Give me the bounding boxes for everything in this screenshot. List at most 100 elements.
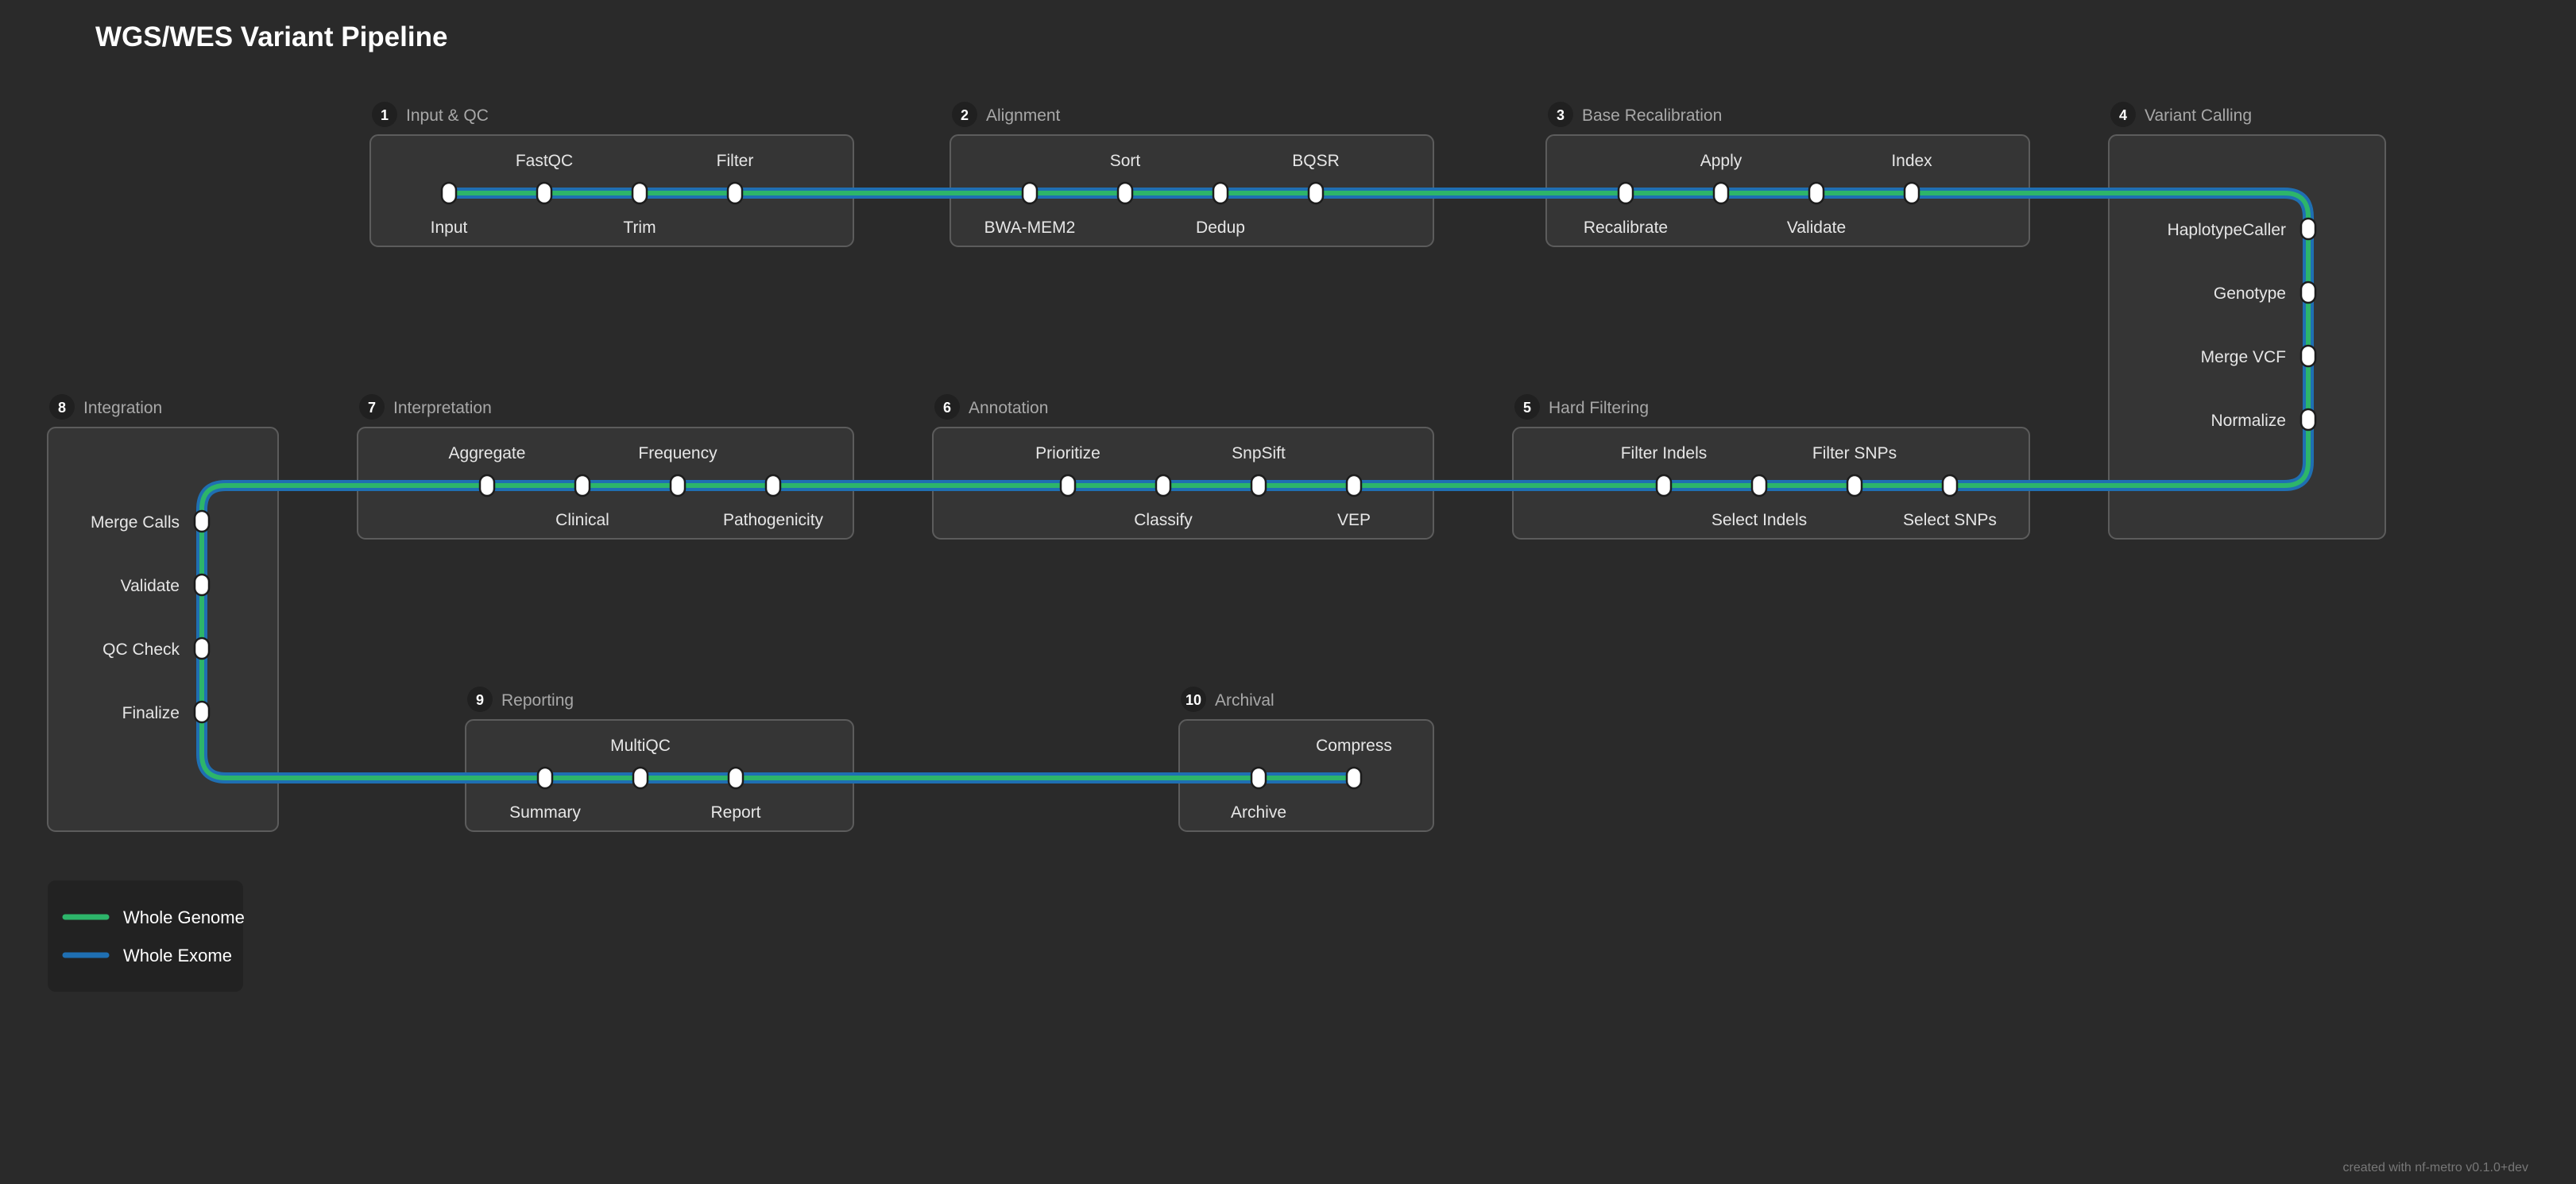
station-validate[interactable]: Validate	[1787, 181, 1846, 237]
section-badge	[467, 687, 493, 712]
station-normalize[interactable]: Normalize	[2210, 408, 2317, 431]
section-title: Hard Filtering	[1549, 399, 1649, 417]
station-merge-calls[interactable]: Merge Calls	[91, 509, 211, 533]
station-prioritize[interactable]: Prioritize	[1035, 444, 1100, 497]
section-number: 7	[368, 400, 376, 416]
station-aggregate[interactable]: Aggregate	[449, 444, 526, 497]
station-marker[interactable]	[2299, 408, 2317, 431]
station-marker[interactable]	[669, 474, 687, 497]
station-marker[interactable]	[1307, 181, 1325, 205]
station-marker[interactable]	[727, 766, 745, 790]
station-label: Summary	[509, 803, 581, 822]
section-title: Variant Calling	[2145, 106, 2252, 125]
station-clinical[interactable]: Clinical	[555, 474, 609, 529]
station-marker[interactable]	[1345, 474, 1363, 497]
station-marker[interactable]	[1250, 766, 1267, 790]
station-marker[interactable]	[1846, 474, 1863, 497]
section-number: 10	[1186, 692, 1201, 708]
station-archive[interactable]: Archive	[1231, 766, 1286, 822]
station-input[interactable]: Input	[431, 181, 468, 237]
station-apply[interactable]: Apply	[1700, 152, 1742, 205]
section-badge	[49, 394, 75, 420]
station-label: Aggregate	[449, 444, 526, 462]
station-label: Apply	[1700, 152, 1742, 170]
station-marker[interactable]	[193, 700, 211, 724]
station-marker[interactable]	[1345, 766, 1363, 790]
section-badge	[1548, 102, 1573, 127]
station-label: HaplotypeCaller	[2168, 221, 2286, 239]
station-haplotypecaller[interactable]: HaplotypeCaller	[2168, 217, 2317, 241]
station-marker[interactable]	[726, 181, 744, 205]
station-fastqc[interactable]: FastQC	[516, 152, 573, 205]
station-marker[interactable]	[2299, 281, 2317, 304]
station-recalibrate[interactable]: Recalibrate	[1584, 181, 1668, 237]
station-dedup[interactable]: Dedup	[1196, 181, 1245, 237]
section-number: 3	[1557, 107, 1565, 123]
station-classify[interactable]: Classify	[1134, 474, 1193, 529]
station-marker[interactable]	[1655, 474, 1673, 497]
station-marker[interactable]	[1808, 181, 1825, 205]
station-filter[interactable]: Filter	[717, 152, 754, 205]
station-marker[interactable]	[1212, 181, 1229, 205]
station-merge-vcf[interactable]: Merge VCF	[2201, 344, 2317, 368]
station-summary[interactable]: Summary	[509, 766, 581, 822]
station-marker[interactable]	[478, 474, 496, 497]
station-genotype[interactable]: Genotype	[2214, 281, 2317, 304]
station-label: Archive	[1231, 803, 1286, 822]
station-qc-check[interactable]: QC Check	[102, 636, 211, 660]
station-vep[interactable]: VEP	[1337, 474, 1371, 529]
station-marker[interactable]	[1250, 474, 1267, 497]
station-marker[interactable]	[193, 573, 211, 597]
station-marker[interactable]	[1059, 474, 1077, 497]
legend-label-whole-genome: Whole Genome	[123, 907, 245, 927]
station-frequency[interactable]: Frequency	[638, 444, 717, 497]
station-marker[interactable]	[1903, 181, 1920, 205]
station-marker[interactable]	[1941, 474, 1959, 497]
station-multiqc[interactable]: MultiQC	[610, 737, 671, 790]
station-marker[interactable]	[632, 766, 649, 790]
station-validate[interactable]: Validate	[121, 573, 211, 597]
station-pathogenicity[interactable]: Pathogenicity	[723, 474, 824, 529]
station-label: Sort	[1110, 152, 1141, 170]
station-marker[interactable]	[764, 474, 782, 497]
station-marker[interactable]	[1021, 181, 1039, 205]
station-snpsift[interactable]: SnpSift	[1232, 444, 1286, 497]
station-filter-snps[interactable]: Filter SNPs	[1812, 444, 1897, 497]
station-label: QC Check	[102, 640, 180, 659]
section-number: 1	[381, 107, 389, 123]
station-marker[interactable]	[440, 181, 458, 205]
station-marker[interactable]	[1750, 474, 1768, 497]
station-bqsr[interactable]: BQSR	[1292, 152, 1340, 205]
station-report[interactable]: Report	[710, 766, 761, 822]
station-marker[interactable]	[193, 636, 211, 660]
station-marker[interactable]	[631, 181, 648, 205]
section-badge	[359, 394, 385, 420]
station-marker[interactable]	[1155, 474, 1172, 497]
station-marker[interactable]	[536, 181, 553, 205]
station-finalize[interactable]: Finalize	[122, 700, 211, 724]
station-marker[interactable]	[2299, 344, 2317, 368]
station-marker[interactable]	[574, 474, 591, 497]
station-trim[interactable]: Trim	[623, 181, 656, 237]
station-label: Input	[431, 219, 468, 237]
station-index[interactable]: Index	[1891, 152, 1932, 205]
station-marker[interactable]	[1116, 181, 1134, 205]
station-bwa-mem2[interactable]: BWA-MEM2	[984, 181, 1076, 237]
station-label: Validate	[121, 577, 180, 595]
station-marker[interactable]	[2299, 217, 2317, 241]
station-select-snps[interactable]: Select SNPs	[1903, 474, 1997, 529]
station-marker[interactable]	[1712, 181, 1730, 205]
station-marker[interactable]	[536, 766, 554, 790]
station-marker[interactable]	[1617, 181, 1634, 205]
station-filter-indels[interactable]: Filter Indels	[1621, 444, 1708, 497]
legend-label-whole-exome: Whole Exome	[123, 946, 232, 965]
station-marker[interactable]	[193, 509, 211, 533]
station-label: Select Indels	[1712, 511, 1807, 529]
station-select-indels[interactable]: Select Indels	[1712, 474, 1807, 529]
station-sort[interactable]: Sort	[1110, 152, 1141, 205]
station-compress[interactable]: Compress	[1316, 737, 1392, 790]
